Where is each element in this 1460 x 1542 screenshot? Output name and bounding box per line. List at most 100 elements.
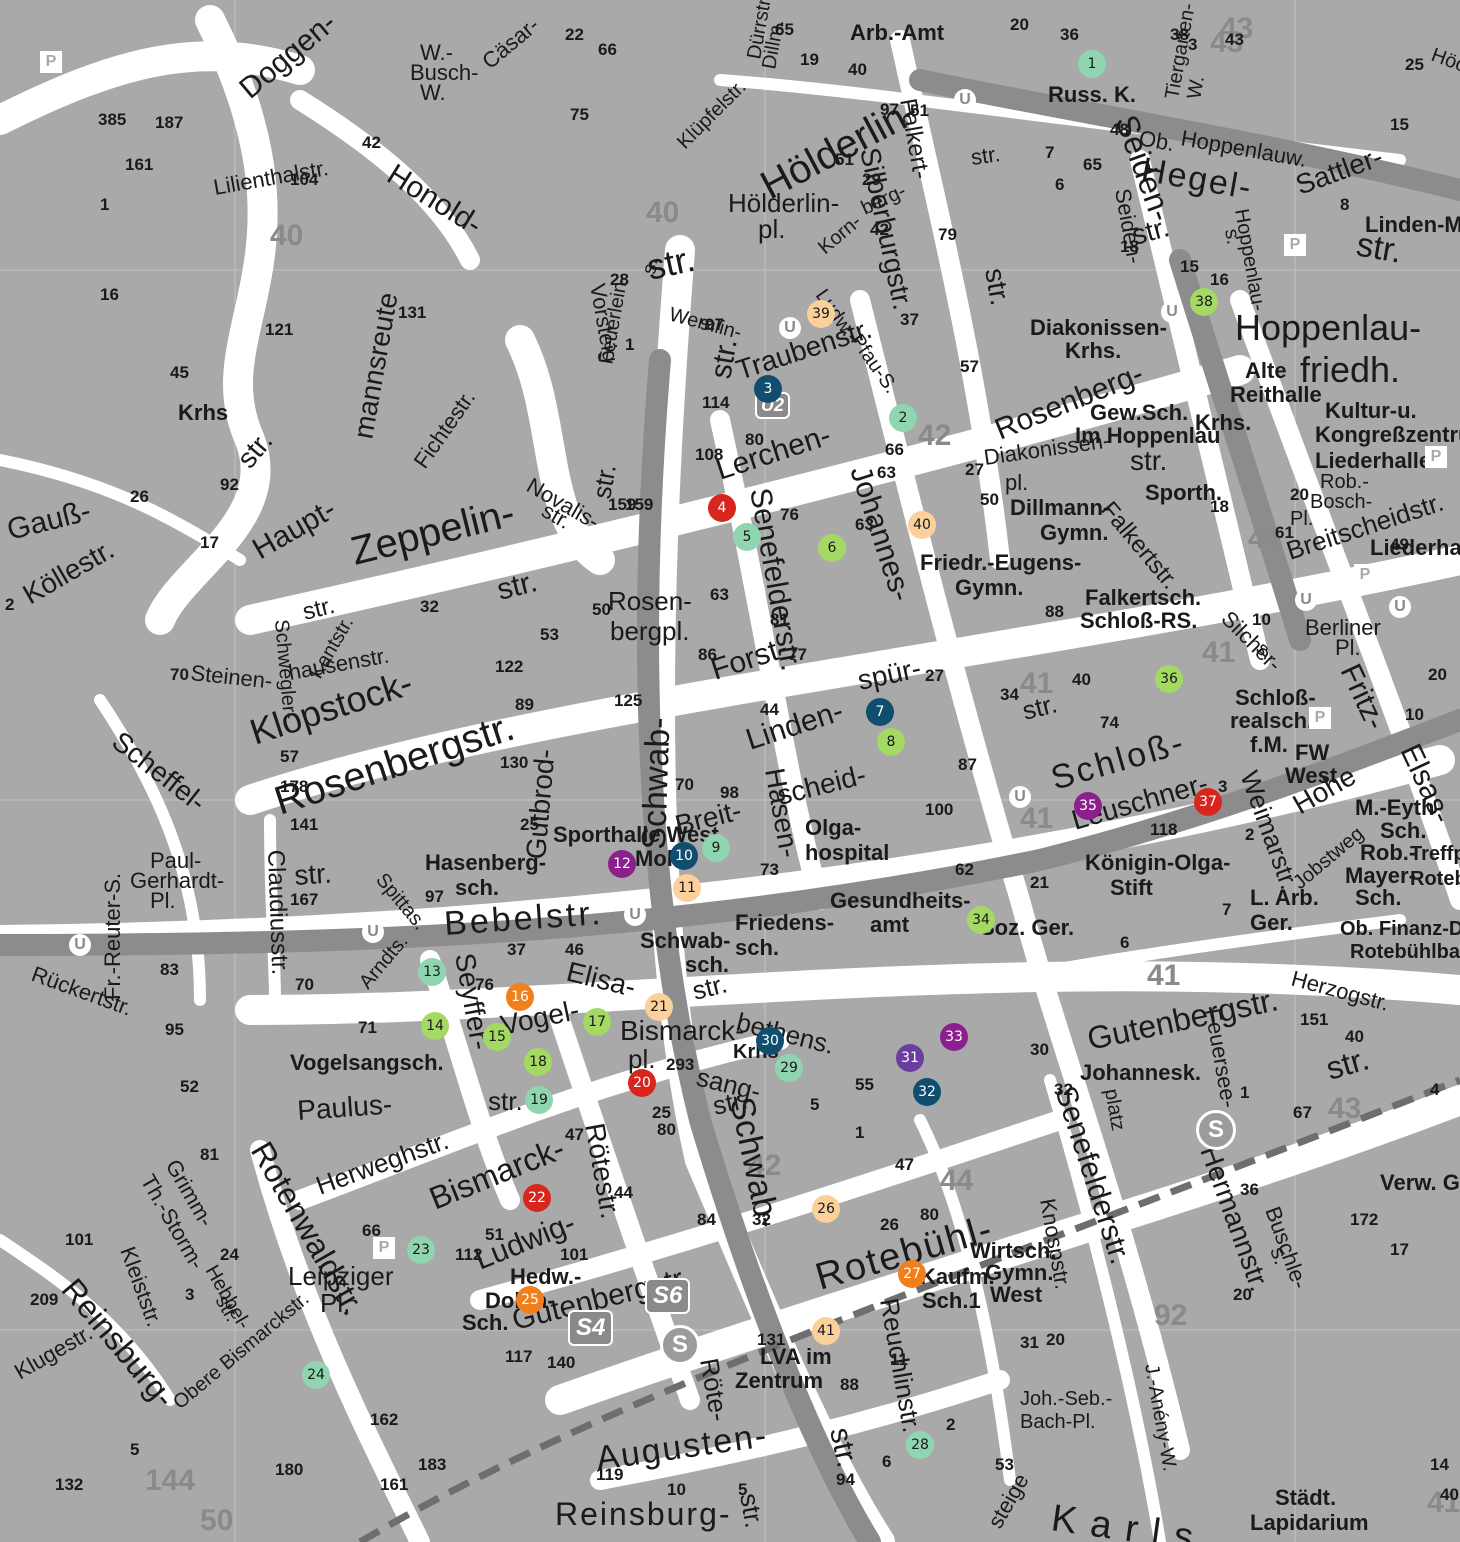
house-number: 6 <box>882 1452 891 1471</box>
poi-marker[interactable]: 3 <box>754 375 782 403</box>
poi-marker[interactable]: 23 <box>407 1236 435 1264</box>
poi-label: Stift <box>1110 875 1153 900</box>
poi-label: Sporthalle West <box>553 822 720 847</box>
parking-icon: P <box>1309 707 1331 729</box>
poi-marker[interactable]: 12 <box>608 850 636 878</box>
poi-marker[interactable]: 11 <box>673 874 701 902</box>
poi-marker[interactable]: 4 <box>708 494 736 522</box>
ubahn-station-icon[interactable]: U <box>779 317 801 339</box>
poi-marker[interactable]: 22 <box>523 1184 551 1212</box>
poi-marker[interactable]: 29 <box>775 1054 803 1082</box>
street-label: Reinsburg- <box>555 1496 732 1532</box>
poi-marker[interactable]: 34 <box>967 906 995 934</box>
poi-marker[interactable]: 37 <box>1194 788 1222 816</box>
house-number: 132 <box>55 1475 83 1494</box>
poi-marker[interactable]: 2 <box>889 404 917 432</box>
house-number: 131 <box>398 303 426 322</box>
ubahn-station-icon[interactable]: U <box>1389 596 1411 618</box>
poi-marker[interactable]: 32 <box>913 1078 941 1106</box>
house-number: 6 <box>1055 175 1064 194</box>
street-label: str. <box>979 266 1016 308</box>
sbahn-station-icon[interactable]: S <box>1196 1110 1236 1150</box>
poi-marker[interactable]: 38 <box>1190 288 1218 316</box>
poi-marker[interactable]: 6 <box>818 534 846 562</box>
house-number: 17 <box>1390 1240 1409 1259</box>
house-number: 3 <box>1218 777 1227 796</box>
poi-marker[interactable]: 18 <box>524 1048 552 1076</box>
ubahn-station-icon[interactable]: U <box>624 904 646 926</box>
house-number: 16 <box>1210 270 1229 289</box>
poi-label: Lapidarium <box>1250 1510 1369 1535</box>
house-number: 63 <box>710 585 729 604</box>
poi-label: Krhs <box>178 400 228 425</box>
ubahn-station-icon[interactable]: U <box>1295 589 1317 611</box>
poi-marker[interactable]: 21 <box>645 993 673 1021</box>
poi-label: Schloß- <box>1235 685 1316 710</box>
poi-label: Hasenberg- <box>425 850 546 875</box>
house-number: 20 <box>1290 485 1309 504</box>
parking-icon: P <box>1354 564 1376 586</box>
poi-marker[interactable]: 17 <box>583 1008 611 1036</box>
poi-label: Leipziger <box>288 1261 394 1291</box>
poi-marker[interactable]: 10 <box>670 842 698 870</box>
poi-label: Rotebühlbau <box>1350 941 1460 963</box>
poi-label: Schloß-RS. <box>1080 608 1197 633</box>
poi-marker[interactable]: 16 <box>506 983 534 1011</box>
poi-label: Johannesk. <box>1080 1060 1201 1085</box>
house-number: 61 <box>1275 523 1294 542</box>
poi-marker[interactable]: 15 <box>483 1023 511 1051</box>
poi-label: Vogelsangsch. <box>290 1050 444 1075</box>
house-number: 37 <box>507 940 526 959</box>
house-number: 30 <box>1030 1040 1049 1059</box>
house-number: 108 <box>695 445 723 464</box>
poi-marker[interactable]: 9 <box>702 834 730 862</box>
ubahn-station-icon[interactable]: U <box>69 934 91 956</box>
poi-label: bergpl. <box>610 616 690 646</box>
house-number: 172 <box>1350 1210 1378 1229</box>
poi-marker[interactable]: 20 <box>628 1069 656 1097</box>
house-number: 49 <box>1390 535 1409 554</box>
poi-marker[interactable]: 8 <box>877 728 905 756</box>
house-number: 55 <box>855 1075 874 1094</box>
poi-label: FW <box>1295 740 1329 765</box>
sbahn-station-icon[interactable]: S <box>660 1325 700 1365</box>
poi-marker[interactable]: 7 <box>866 698 894 726</box>
house-number: 79 <box>938 225 957 244</box>
poi-label: Ger. <box>1250 910 1293 935</box>
ubahn-station-icon[interactable]: U <box>1161 301 1183 323</box>
poi-marker[interactable]: 25 <box>516 1286 544 1314</box>
poi-marker[interactable]: 39 <box>807 300 835 328</box>
poi-marker[interactable]: 40 <box>908 511 936 539</box>
poi-label: Pl. <box>1335 635 1361 660</box>
poi-marker[interactable]: 26 <box>812 1195 840 1223</box>
poi-label: Rob.- <box>1360 840 1416 865</box>
poi-marker[interactable]: 5 <box>733 523 761 551</box>
ubahn-station-icon[interactable]: U <box>1009 786 1031 808</box>
poi-marker[interactable]: 27 <box>898 1260 926 1288</box>
house-number: 89 <box>515 695 534 714</box>
svg-text:144: 144 <box>145 1464 195 1497</box>
house-number: 73 <box>760 860 779 879</box>
poi-marker[interactable]: 1 <box>1078 50 1106 78</box>
poi-marker[interactable]: 35 <box>1074 792 1102 820</box>
poi-marker[interactable]: 13 <box>418 958 446 986</box>
poi-marker[interactable]: 36 <box>1155 665 1183 693</box>
poi-marker[interactable]: 19 <box>525 1086 553 1114</box>
poi-label: Krhs <box>1198 431 1203 433</box>
house-number: 88 <box>1045 602 1064 621</box>
poi-marker[interactable]: 33 <box>940 1023 968 1051</box>
house-number: 26 <box>880 1215 899 1234</box>
poi-marker[interactable]: 14 <box>421 1012 449 1040</box>
poi-marker[interactable]: 31 <box>896 1044 924 1072</box>
poi-marker[interactable]: 41 <box>812 1317 840 1345</box>
ubahn-station-icon[interactable]: U <box>954 89 976 111</box>
house-number: 167 <box>290 890 318 909</box>
ubahn-station-icon[interactable]: U <box>362 921 384 943</box>
house-number: 5 <box>130 1440 139 1459</box>
poi-marker[interactable]: 24 <box>302 1361 330 1389</box>
poi-marker[interactable]: 30 <box>756 1027 784 1055</box>
poi-label: Im Hoppenlau <box>1075 423 1220 448</box>
poi-marker[interactable]: 28 <box>906 1431 934 1459</box>
